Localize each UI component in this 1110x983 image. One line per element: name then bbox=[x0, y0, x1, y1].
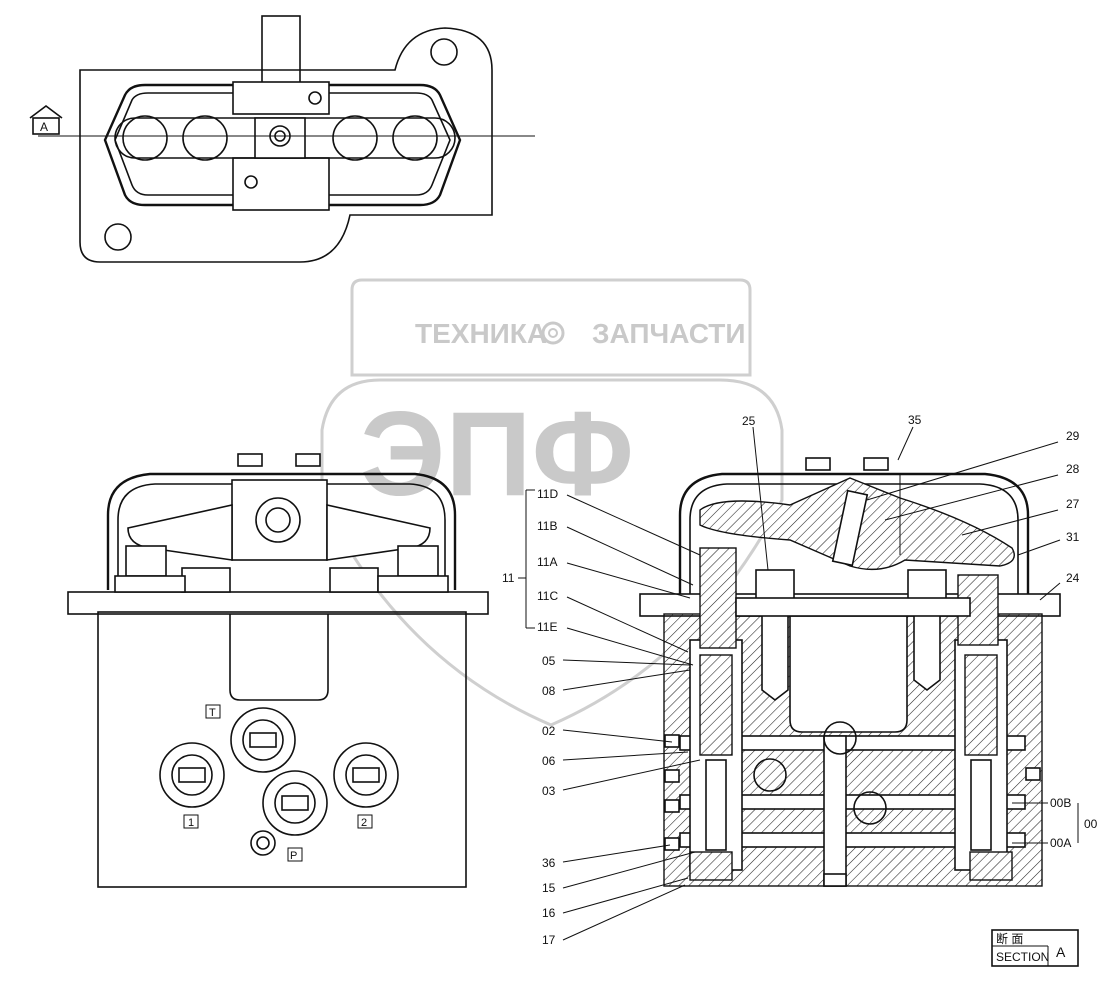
port-label-p: P bbox=[290, 850, 297, 862]
label-36: 36 bbox=[542, 856, 556, 870]
label-08: 08 bbox=[542, 684, 556, 698]
gear-icon bbox=[541, 321, 565, 345]
label-16: 16 bbox=[542, 906, 556, 920]
callout-labels: 25 35 29 28 27 31 24 11D 11B 11A 11C 11E… bbox=[502, 413, 1098, 947]
label-11b: 11B bbox=[537, 519, 557, 533]
label-27: 27 bbox=[1066, 497, 1080, 511]
label-02: 02 bbox=[542, 724, 556, 738]
label-00a: 00A bbox=[1050, 836, 1071, 850]
port-label-1: 1 bbox=[188, 817, 194, 829]
label-24: 24 bbox=[1066, 571, 1080, 585]
section-kanji: 断 面 bbox=[996, 931, 1023, 946]
group-label-00: 00 bbox=[1084, 817, 1098, 831]
section-letter: A bbox=[1056, 944, 1066, 960]
watermark-text-right: ЗАПЧАСТИ bbox=[592, 318, 745, 349]
label-11c: 11C bbox=[537, 589, 558, 603]
section-text: SECTION bbox=[996, 950, 1049, 964]
label-15: 15 bbox=[542, 881, 556, 895]
label-03: 03 bbox=[542, 784, 556, 798]
label-25: 25 bbox=[742, 414, 756, 428]
leader-lines bbox=[518, 426, 1079, 941]
label-28: 28 bbox=[1066, 462, 1080, 476]
section-view bbox=[639, 457, 1061, 887]
section-box: 断 面 SECTION A bbox=[991, 929, 1079, 967]
label-35: 35 bbox=[908, 413, 922, 427]
label-17: 17 bbox=[542, 933, 556, 947]
port-label-t: T bbox=[209, 707, 216, 719]
label-11a: 11A bbox=[537, 555, 557, 569]
port-label-2: 2 bbox=[361, 817, 367, 829]
group-label-11: 11 bbox=[502, 571, 515, 585]
label-00b: 00B bbox=[1050, 796, 1071, 810]
front-view: T 1 2 P bbox=[67, 453, 489, 888]
watermark-emblem: ЭПФ bbox=[360, 387, 634, 521]
label-06: 06 bbox=[542, 754, 556, 768]
watermark-text-left: ТЕХНИКА bbox=[415, 318, 547, 349]
label-05: 05 bbox=[542, 654, 556, 668]
label-31: 31 bbox=[1066, 530, 1080, 544]
label-11d: 11D bbox=[537, 487, 558, 501]
top-view: A bbox=[29, 15, 535, 263]
section-marker: A bbox=[40, 120, 48, 134]
watermark: ТЕХНИКА ЗАПЧАСТИ ЭПФ bbox=[320, 278, 784, 727]
label-11e: 11E bbox=[537, 620, 557, 634]
label-29: 29 bbox=[1066, 429, 1080, 443]
